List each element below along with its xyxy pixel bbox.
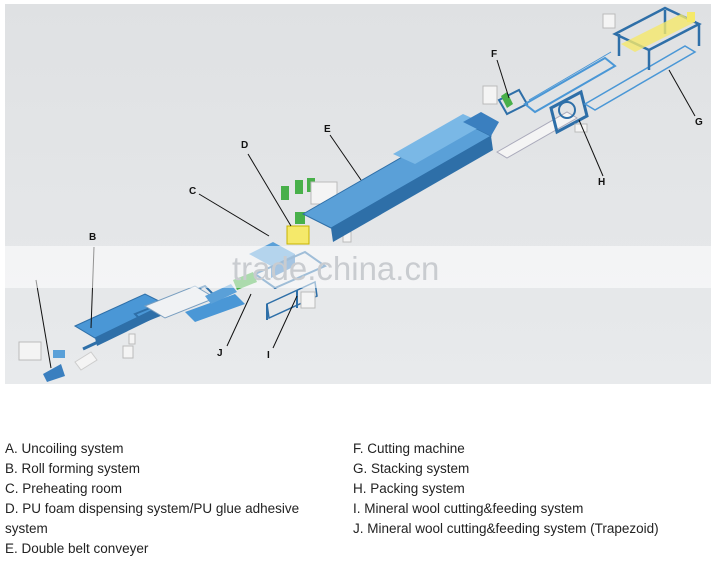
double-belt-conveyor — [301, 112, 499, 242]
callout-f: F — [491, 49, 497, 60]
legend-left: A. Uncoiling system B. Roll forming syst… — [5, 439, 335, 559]
legend-item-h: H. Packing system — [353, 481, 465, 496]
cutting-machine — [482, 51, 617, 116]
legend-item-f: F. Cutting machine — [353, 441, 465, 456]
callout-g: G — [695, 117, 703, 128]
callout-d: D — [241, 140, 248, 151]
legend-item-e: E. Double belt conveyer — [5, 541, 149, 556]
legend-item-g: G. Stacking system — [353, 461, 470, 476]
legend-item-b: B. Roll forming system — [5, 461, 141, 476]
legend-item-i: I. Mineral wool cutting&feeding system — [353, 501, 584, 516]
watermark-band — [0, 246, 716, 288]
callout-c: C — [189, 186, 196, 197]
watermark-text: trade.china.cn — [232, 250, 440, 287]
legend-item-a: A. Uncoiling system — [5, 441, 124, 456]
callout-j: J — [217, 348, 223, 359]
legend-item-d: D. PU foam dispensing system/PU glue adh… — [5, 501, 300, 536]
callout-labels: B C D E F G H I J — [89, 49, 703, 361]
legend-item-c: C. Preheating room — [5, 481, 123, 496]
production-line-diagram: B C D E F G H I J — [5, 4, 711, 384]
callout-b: B — [89, 232, 96, 243]
callout-h: H — [598, 177, 605, 188]
legend-item-j: J. Mineral wool cutting&feeding system (… — [353, 521, 659, 536]
callout-e: E — [324, 124, 331, 135]
uncoiler-machine — [18, 341, 98, 382]
stacking-system — [602, 6, 702, 70]
callout-i: I — [267, 350, 270, 361]
legend-right: F. Cutting machine G. Stacking system H.… — [353, 439, 713, 539]
packing-machine — [496, 45, 697, 159]
